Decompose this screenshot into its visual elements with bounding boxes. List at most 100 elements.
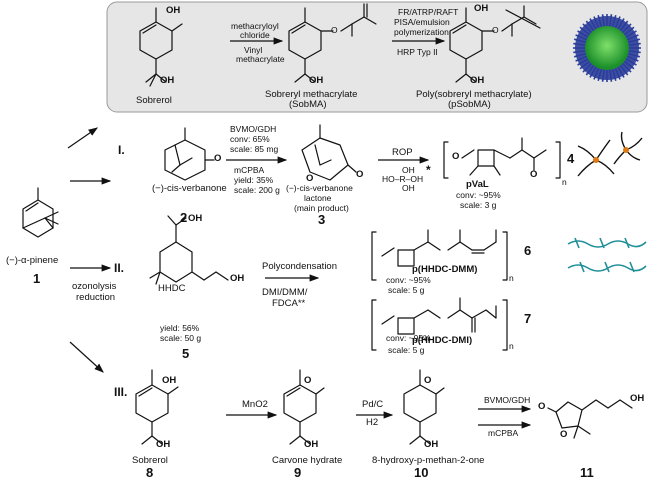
poly-method-line: HRP Typ II — [397, 47, 438, 57]
micelle-corona-chain — [623, 26, 635, 36]
sobrerol-structure-bottom — [135, 369, 179, 445]
micelle-corona-chain — [585, 20, 595, 32]
lactone-number: 3 — [318, 212, 326, 227]
micelle-corona-chain — [625, 58, 637, 66]
psobma-structure — [449, 5, 541, 83]
reagent-line: chloride — [240, 30, 270, 40]
pval-structure — [443, 137, 561, 179]
p7-label: p(HHDC-DMI) — [412, 335, 473, 346]
verbanone-number: 2 — [180, 210, 188, 225]
micelle-corona-chain — [609, 69, 613, 82]
micelle-corona-chain — [582, 62, 593, 73]
lactone-label: lactone — [304, 193, 332, 203]
pinene-label: (−)-α-pinene — [6, 255, 59, 266]
micelle-corona-chain — [601, 69, 605, 82]
sobrerol-structure-top — [139, 7, 183, 87]
sobrerol-number: 8 — [146, 465, 154, 479]
lactone-label: (main product) — [294, 203, 349, 213]
p7-conv: conv: ~95% — [386, 333, 431, 343]
menthanone-structure — [403, 369, 445, 445]
polyester-chain-illustration — [567, 237, 647, 273]
ester-o-label: O — [331, 25, 338, 35]
micelle-corona-chain — [628, 50, 641, 54]
menthanone-o-label: O — [424, 375, 432, 386]
micelle-corona-chain — [609, 14, 613, 27]
product-number: 11 — [580, 465, 594, 479]
micelle-corona-chain — [628, 52, 641, 58]
micelle-corona-chain — [589, 18, 597, 30]
pinene-number: 1 — [33, 271, 41, 286]
micelle-corona-chain — [619, 64, 629, 76]
ketone-o-label: O — [214, 153, 222, 164]
ozonolysis-line: reduction — [76, 292, 116, 303]
catalyst-line: OH — [402, 183, 415, 193]
micelle-corona-chain — [589, 66, 597, 78]
carvone-o-label: O — [304, 375, 312, 386]
sobrerol-route-panel — [106, 1, 648, 113]
micelle-corona-chain — [573, 50, 586, 54]
sobma-label: Sobreryl methacrylate — [265, 89, 358, 100]
condition-line: BVMO/GDH — [484, 395, 531, 405]
oh-label: OH — [309, 75, 324, 86]
oh-label: OH — [474, 3, 489, 14]
psobma-label: Poly(sobreryl methacrylate) — [416, 89, 532, 100]
micelle-corona-chain — [601, 14, 605, 27]
verbanone-label: (−)-cis-verbanone — [152, 183, 227, 194]
p6-conv: conv: ~95% — [386, 275, 431, 285]
lactone-o-label: O — [356, 169, 364, 180]
condition-line: scale: 85 mg — [230, 144, 279, 154]
poly-method-line: PISA/emulsion — [394, 17, 450, 27]
route-II-label: II. — [114, 261, 125, 275]
condition-line: mCPBA — [488, 428, 519, 438]
micelle-corona-chain — [621, 62, 632, 73]
condition-line: conv: 65% — [230, 134, 270, 144]
hhdc-number: 5 — [182, 346, 190, 361]
ester-o-label: O — [492, 25, 499, 35]
lactone-label: (−)-cis-verbanone — [286, 183, 353, 193]
menthanone-label: 8-hydroxy-p-methan-2-one — [372, 455, 485, 466]
star-polymer-illustration — [577, 131, 643, 177]
micelle-corona-chain — [617, 18, 625, 30]
micelle-corona-chain — [579, 60, 591, 70]
oh-label: OH — [470, 75, 485, 86]
condition-line: yield: 35% — [234, 175, 274, 185]
poly-method-line: FR/ATRP/RAFT — [398, 7, 459, 17]
micelle-corona-chain — [614, 16, 621, 28]
ozonolysis-line: ozonolysis — [72, 281, 117, 292]
carvone-number: 9 — [294, 465, 302, 479]
micelle-corona-chain — [577, 30, 589, 38]
condition-line: BVMO/GDH — [230, 124, 277, 134]
pval-number: 4 — [567, 151, 575, 166]
pval-scale: scale: 3 g — [460, 200, 497, 210]
hhdc-scale: scale: 50 g — [160, 333, 202, 343]
sobrerol-label-bottom: Sobrerol — [132, 455, 168, 466]
condition-line: FDCA** — [272, 298, 306, 309]
micelle-corona-chain — [625, 30, 637, 38]
micelle-corona-chain — [573, 42, 586, 46]
micelle-corona-chain — [628, 42, 641, 46]
sobma-abbr: (SobMA) — [289, 99, 327, 110]
micelle-corona-chain — [628, 38, 641, 44]
reagent-line: methacrylate — [236, 54, 285, 64]
poly-method-line: polymerization — [394, 27, 449, 37]
micelle-corona-chain — [611, 69, 617, 82]
pdc-label: Pd/C — [362, 399, 384, 410]
micelle-corona-chain — [611, 14, 617, 27]
pval-label: pVaL — [466, 179, 489, 190]
p7-structure — [371, 297, 508, 351]
micelle-corona-chain — [593, 16, 600, 28]
psobma-abbr: (pSobMA) — [448, 99, 491, 110]
hhdc-oh-label: OH — [230, 273, 245, 284]
pval-conv: conv: ~95% — [456, 190, 501, 200]
mno2-label: MnO2 — [242, 399, 268, 410]
lactone-o-label: O — [560, 429, 568, 440]
micelle-corona-chain — [617, 66, 625, 78]
micelle-corona-chain — [614, 68, 621, 80]
micelle-corona-chain — [585, 64, 595, 76]
micelle-corona-chain — [597, 14, 603, 27]
repeat-n: n — [562, 177, 567, 187]
micelle-corona-chain — [619, 20, 629, 32]
star-marker: * — [426, 163, 431, 177]
